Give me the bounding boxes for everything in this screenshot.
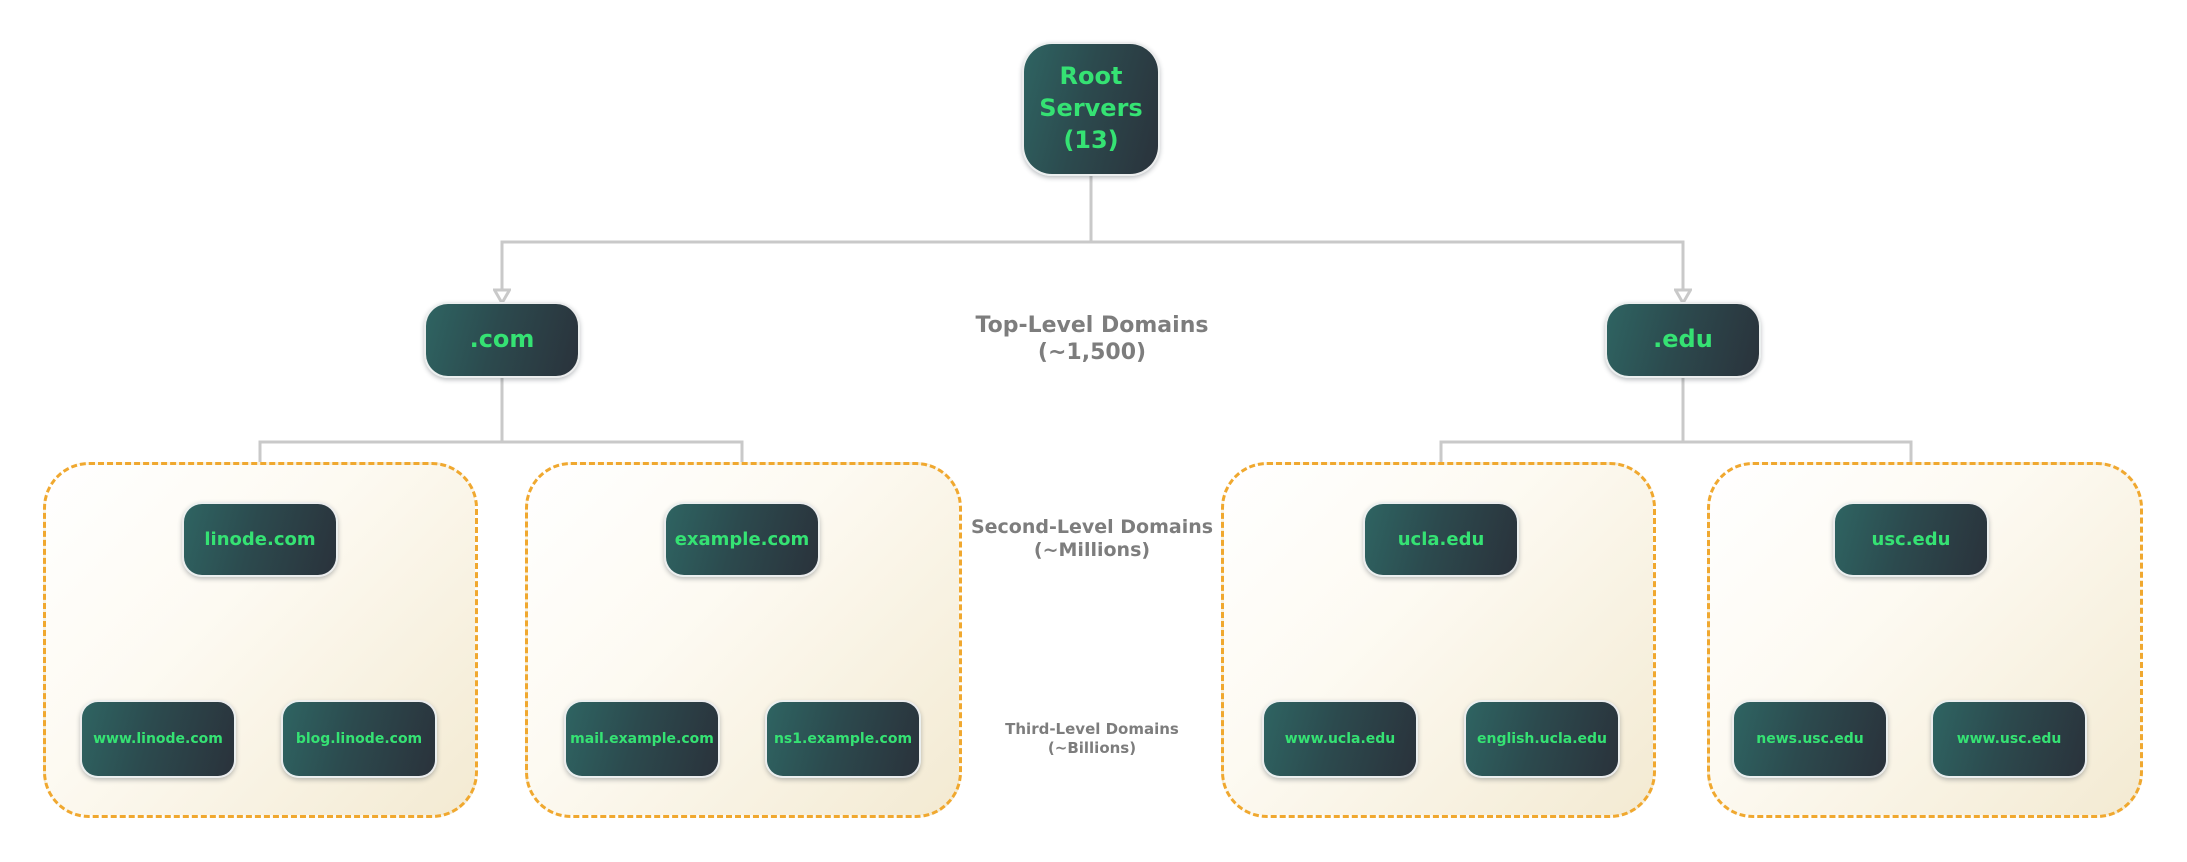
node-news-usc-edu: news.usc.edu — [1732, 700, 1888, 778]
node-mail-example-com: mail.example.com — [564, 700, 720, 778]
node-ns1-example-com: ns1.example.com — [765, 700, 921, 778]
label-top-level-domains-count: (~1,500) — [1037, 339, 1147, 365]
label-third-level-domains-count: (~Billions) — [1047, 738, 1137, 757]
node-example-com: example.com — [664, 502, 820, 577]
label-second-level-domains-count: (~Millions) — [1033, 539, 1151, 562]
label-third-level-domains: Third-Level Domains (~Billions) — [892, 720, 1292, 758]
node-www-linode-com: www.linode.com — [80, 700, 236, 778]
label-second-level-domains: Second-Level Domains (~Millions) — [892, 516, 1292, 562]
label-third-level-domains-title: Third-Level Domains — [1005, 720, 1179, 738]
node-usc-edu: usc.edu — [1833, 502, 1989, 577]
label-top-level-domains-title: Top-Level Domains — [975, 313, 1209, 338]
node-tld-edu: .edu — [1605, 302, 1761, 378]
node-www-ucla-edu: www.ucla.edu — [1262, 700, 1418, 778]
node-tld-com: .com — [424, 302, 580, 378]
node-linode-com: linode.com — [182, 502, 338, 577]
node-root-servers: Root Servers (13) — [1022, 42, 1160, 176]
node-english-ucla-edu: english.ucla.edu — [1464, 700, 1620, 778]
label-second-level-domains-title: Second-Level Domains — [970, 516, 1214, 538]
label-top-level-domains: Top-Level Domains (~1,500) — [892, 313, 1292, 367]
node-ucla-edu: ucla.edu — [1363, 502, 1519, 577]
node-blog-linode-com: blog.linode.com — [281, 700, 437, 778]
node-www-usc-edu: www.usc.edu — [1931, 700, 2087, 778]
